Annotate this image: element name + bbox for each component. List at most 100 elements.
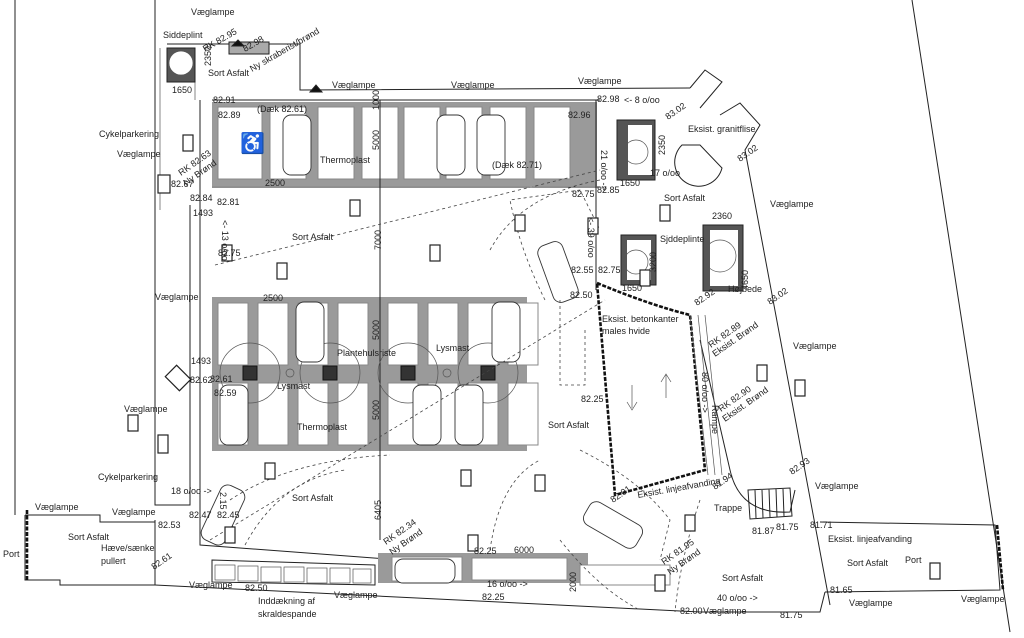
plan-label: Væglampe: [849, 598, 893, 608]
plan-label: <- 8 o/oo: [624, 95, 660, 105]
parking-bay: [217, 302, 249, 366]
plan-label: (Dæk 82.71): [492, 160, 542, 170]
plan-label: 16 o/oo ->: [487, 579, 528, 589]
wheelchair-icon: ♿: [240, 131, 265, 155]
car-icon: [436, 114, 466, 176]
plan-label: 82.01: [608, 484, 632, 505]
plan-label: 2.15: [218, 492, 228, 510]
drain-grate-icon: [429, 244, 441, 262]
plan-label: 81.94: [710, 471, 734, 492]
drain-grate-icon: [514, 214, 526, 232]
stairs: [747, 487, 793, 520]
plan-label: 80 o/oo ->: [700, 372, 710, 413]
plan-label: Væglampe: [191, 7, 235, 17]
plan-label: <- 13 o/oo: [220, 220, 230, 261]
plan-label: 82.61: [149, 551, 173, 572]
car-icon: [394, 558, 456, 584]
car-icon: [200, 484, 246, 546]
plan-label: 82.85: [597, 185, 620, 195]
plan-label: 40 o/oo ->: [717, 593, 758, 603]
plan-label: 82.25: [482, 592, 505, 602]
car-icon: [491, 301, 521, 363]
car-icon: [537, 241, 579, 303]
plan-label: 2350: [203, 46, 213, 66]
plan-label: (Dæk 82.61): [257, 104, 307, 114]
plan-label: 82.75: [598, 265, 621, 275]
arrow-marker-icon: [308, 84, 324, 93]
drain-grate-icon: [182, 134, 194, 152]
plan-label: males hvide: [602, 326, 650, 336]
plan-label: Sjddeplinte: [660, 234, 705, 244]
plan-label: 21 o/oo ->: [599, 150, 609, 191]
plan-label: 81.75: [780, 610, 803, 620]
plan-label: Plantehulsriste: [337, 348, 396, 358]
plan-label: 18 o/oo ->: [171, 486, 212, 496]
plan-label: Væglampe: [451, 80, 495, 90]
plan-label: 82.53: [158, 520, 181, 530]
plan-label: 1000: [371, 90, 381, 110]
drain-grate-icon: [929, 562, 941, 580]
drain-grate-icon: [264, 462, 276, 480]
plan-label: Inddækning af: [258, 596, 316, 606]
car-icon: [412, 384, 442, 446]
plan-label: 82.75: [572, 189, 595, 199]
plan-label: 82.25: [474, 546, 497, 556]
plan-label: Væglampe: [815, 481, 859, 491]
plan-label: 82.62: [190, 375, 213, 385]
planting-grate-icon: [480, 365, 496, 381]
planting-grate-icon: [242, 365, 258, 381]
plan-label: Lysmast: [277, 381, 311, 391]
plan-label: 82.84: [190, 193, 213, 203]
waste-bins: [214, 564, 372, 584]
plan-label: Cykelparkering: [98, 472, 158, 482]
plan-label: 1493: [191, 356, 211, 366]
drain-grate-icon: [534, 474, 546, 492]
plan-label: 2360: [712, 211, 732, 221]
car-icon: [282, 114, 312, 176]
plan-label: 82.89: [218, 110, 241, 120]
plan-label: 83.02: [765, 286, 789, 307]
plan-label: 82.47: [189, 510, 212, 520]
plan-label: Rampe: [710, 405, 720, 434]
plan-label: 5000: [371, 130, 381, 150]
plan-label: 5000: [371, 320, 381, 340]
drain-grate-icon: [587, 217, 599, 235]
plan-label: Væglampe: [770, 199, 814, 209]
car-icon: [295, 301, 325, 363]
cars: ♿: [200, 114, 644, 584]
plan-label: Port: [905, 555, 922, 565]
plan-label: Thermoplast: [297, 422, 348, 432]
drain-grate-icon: [467, 534, 479, 552]
light-mast-icon: [442, 368, 452, 378]
drain-grate-icon: [639, 269, 651, 287]
parking-bay: [297, 382, 329, 446]
plan-label: 82.45: [217, 510, 240, 520]
plan-label: 2500: [263, 293, 283, 303]
plan-label: 82.50: [570, 290, 593, 300]
plan-label: Sort Asfalt: [68, 532, 110, 542]
drain-grate-icon: [684, 514, 696, 532]
plan-label: Eksist. linjeafvanding: [637, 476, 722, 500]
dashed-lines: [209, 169, 701, 613]
plan-label: 2350: [657, 135, 667, 155]
plan-label: 82.55: [571, 265, 594, 275]
plan-label: 1650: [172, 85, 192, 95]
small-objects: [127, 134, 941, 592]
plan-label: 2500: [265, 178, 285, 188]
plan-label: 82.93: [787, 456, 811, 477]
plan-label: 82.96: [568, 110, 591, 120]
wall-lamps: [157, 39, 324, 454]
car-icon: [582, 501, 644, 549]
parking-bay: [337, 382, 369, 446]
plan-label: skraldespande: [258, 609, 317, 619]
light-masts: [219, 342, 519, 404]
car-icon: [476, 114, 506, 176]
plan-label: Væglampe: [332, 80, 376, 90]
plan-label: 6000: [514, 545, 534, 555]
plan-label: 82.91: [213, 95, 236, 105]
plan-label: 83.02: [663, 101, 687, 122]
plan-label: 1493: [193, 208, 213, 218]
parking-bay: [403, 106, 441, 180]
parking-bay: [507, 382, 539, 446]
